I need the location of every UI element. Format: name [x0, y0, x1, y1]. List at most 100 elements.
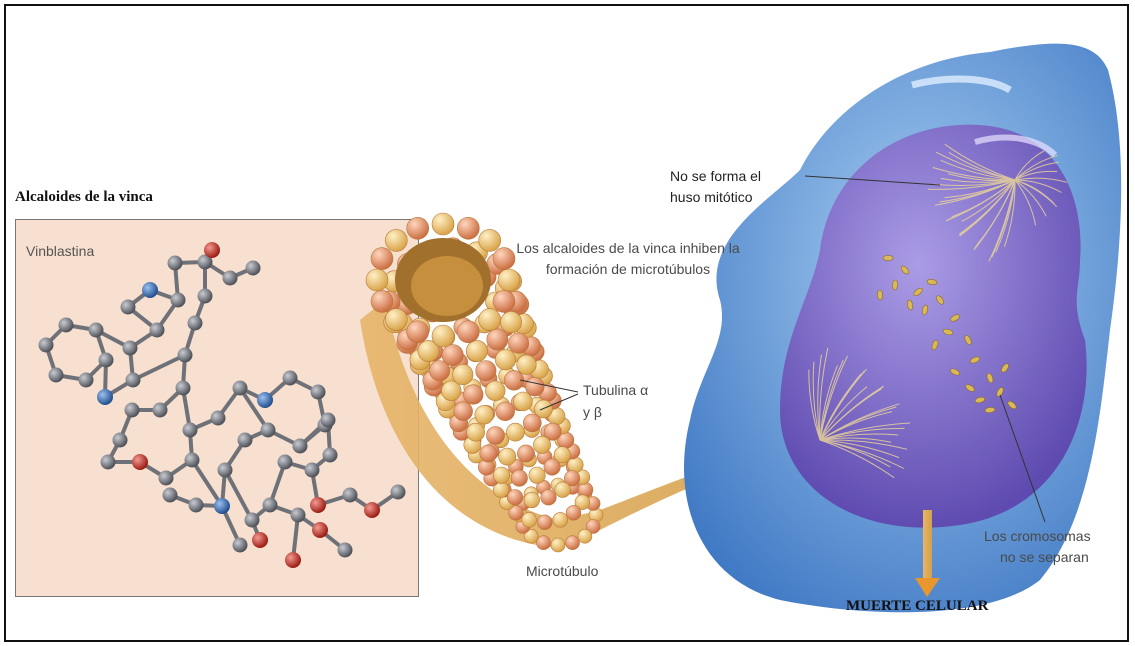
- carbon-atom: [121, 300, 136, 315]
- carbon-atom: [99, 353, 114, 368]
- oxygen-atom: [204, 242, 220, 258]
- tubulin-subunit: [568, 457, 584, 473]
- nitrogen-atom: [214, 498, 230, 514]
- tubulin-label-line2: y β: [583, 404, 602, 420]
- tubulin-subunit: [578, 529, 592, 543]
- tubulin-subunit: [514, 392, 533, 411]
- carbon-atom: [321, 413, 336, 428]
- tubulin-subunit: [496, 402, 515, 421]
- tubulin-subunit: [407, 217, 429, 239]
- nitrogen-atom: [142, 282, 158, 298]
- tubulin-subunit: [432, 325, 454, 347]
- tubulin-subunit: [479, 309, 501, 331]
- carbon-atom: [293, 439, 308, 454]
- tubulin-subunit: [501, 312, 522, 333]
- tubulin-subunit: [476, 361, 496, 381]
- vinblastine-molecule: [39, 242, 406, 568]
- carbon-atom: [176, 381, 191, 396]
- oxygen-atom: [285, 552, 301, 568]
- tubulin-subunit: [479, 229, 501, 251]
- carbon-atom: [59, 318, 74, 333]
- chromosomes-label-line1: Los cromosomas: [984, 528, 1091, 544]
- nitrogen-atom: [257, 392, 273, 408]
- tubulin-subunit: [517, 355, 537, 375]
- tubulin-subunit: [486, 381, 506, 401]
- tubulin-subunit: [454, 402, 473, 421]
- carbon-atom: [123, 341, 138, 356]
- tubulin-subunit: [464, 385, 484, 405]
- carbon-atom: [245, 513, 260, 528]
- carbon-atom: [178, 348, 193, 363]
- carbon-atom: [283, 371, 298, 386]
- carbon-atom: [113, 433, 128, 448]
- tubulin-subunit: [487, 329, 508, 350]
- carbon-atom: [171, 293, 186, 308]
- tubulin-subunit: [506, 423, 524, 441]
- tubulin-subunit: [517, 445, 534, 462]
- tubulin-subunit: [453, 364, 473, 384]
- carbon-atom: [126, 373, 141, 388]
- tubulin-subunit: [508, 333, 528, 353]
- tubulin-label-line1: Tubulina α: [583, 382, 648, 398]
- carbon-atom: [305, 463, 320, 478]
- carbon-atom: [391, 485, 406, 500]
- tubulin-subunit: [523, 414, 541, 432]
- tubulin-subunit: [533, 436, 550, 453]
- carbon-atom: [323, 448, 338, 463]
- tubulin-subunit: [366, 269, 388, 291]
- chromosome: [892, 280, 898, 290]
- tubulin-subunit: [475, 405, 494, 424]
- tubulin-subunit: [487, 427, 505, 445]
- carbon-atom: [189, 498, 204, 513]
- carbon-atom: [233, 381, 248, 396]
- oxygen-atom: [310, 497, 326, 513]
- tubulin-subunit: [499, 448, 516, 465]
- oxygen-atom: [312, 522, 328, 538]
- tubulin-subunit: [442, 345, 463, 366]
- carbon-atom: [278, 455, 293, 470]
- tubulin-subunit: [457, 321, 479, 343]
- section-title: Alcaloides de la vinca: [15, 189, 153, 206]
- carbon-atom: [238, 433, 253, 448]
- carbon-atom: [291, 508, 306, 523]
- microtubule-label: Microtúbulo: [526, 563, 598, 579]
- carbon-atom: [150, 323, 165, 338]
- tubulin-subunit: [467, 423, 485, 441]
- tubulin-subunit: [371, 248, 393, 270]
- carbon-atom: [163, 488, 178, 503]
- tubulin-subunit: [566, 536, 580, 550]
- oxygen-atom: [364, 502, 380, 518]
- tubulin-subunit: [493, 467, 509, 483]
- cell: [684, 44, 1121, 613]
- tubulin-subunit: [525, 377, 544, 396]
- carbon-atom: [198, 289, 213, 304]
- molecule-bond: [225, 470, 252, 520]
- carbon-atom: [79, 373, 94, 388]
- carbon-atom: [233, 538, 248, 553]
- tubulin-subunit: [385, 309, 407, 331]
- tubulin-subunit: [537, 515, 552, 530]
- tubulin-subunit: [495, 350, 515, 370]
- carbon-atom: [39, 338, 54, 353]
- carbon-atom: [261, 423, 276, 438]
- carbon-atom: [311, 385, 326, 400]
- tubulin-subunit: [551, 538, 565, 552]
- tubulin-subunit: [466, 340, 487, 361]
- carbon-atom: [188, 316, 203, 331]
- carbon-atom: [263, 498, 278, 513]
- tubulin-subunit: [457, 217, 479, 239]
- carbon-atom: [223, 271, 238, 286]
- molecule-name: Vinblastina: [26, 243, 94, 259]
- carbon-atom: [101, 455, 116, 470]
- carbon-atom: [246, 261, 261, 276]
- tubulin-subunit: [480, 445, 497, 462]
- carbon-atom: [211, 411, 226, 426]
- chromosome: [877, 290, 883, 300]
- cell-death-label: MUERTE CELULAR: [846, 598, 988, 615]
- carbon-atom: [343, 488, 358, 503]
- carbon-atom: [338, 543, 353, 558]
- spindle-label-line1: No se forma el: [670, 168, 761, 184]
- tubulin-subunit: [371, 290, 393, 312]
